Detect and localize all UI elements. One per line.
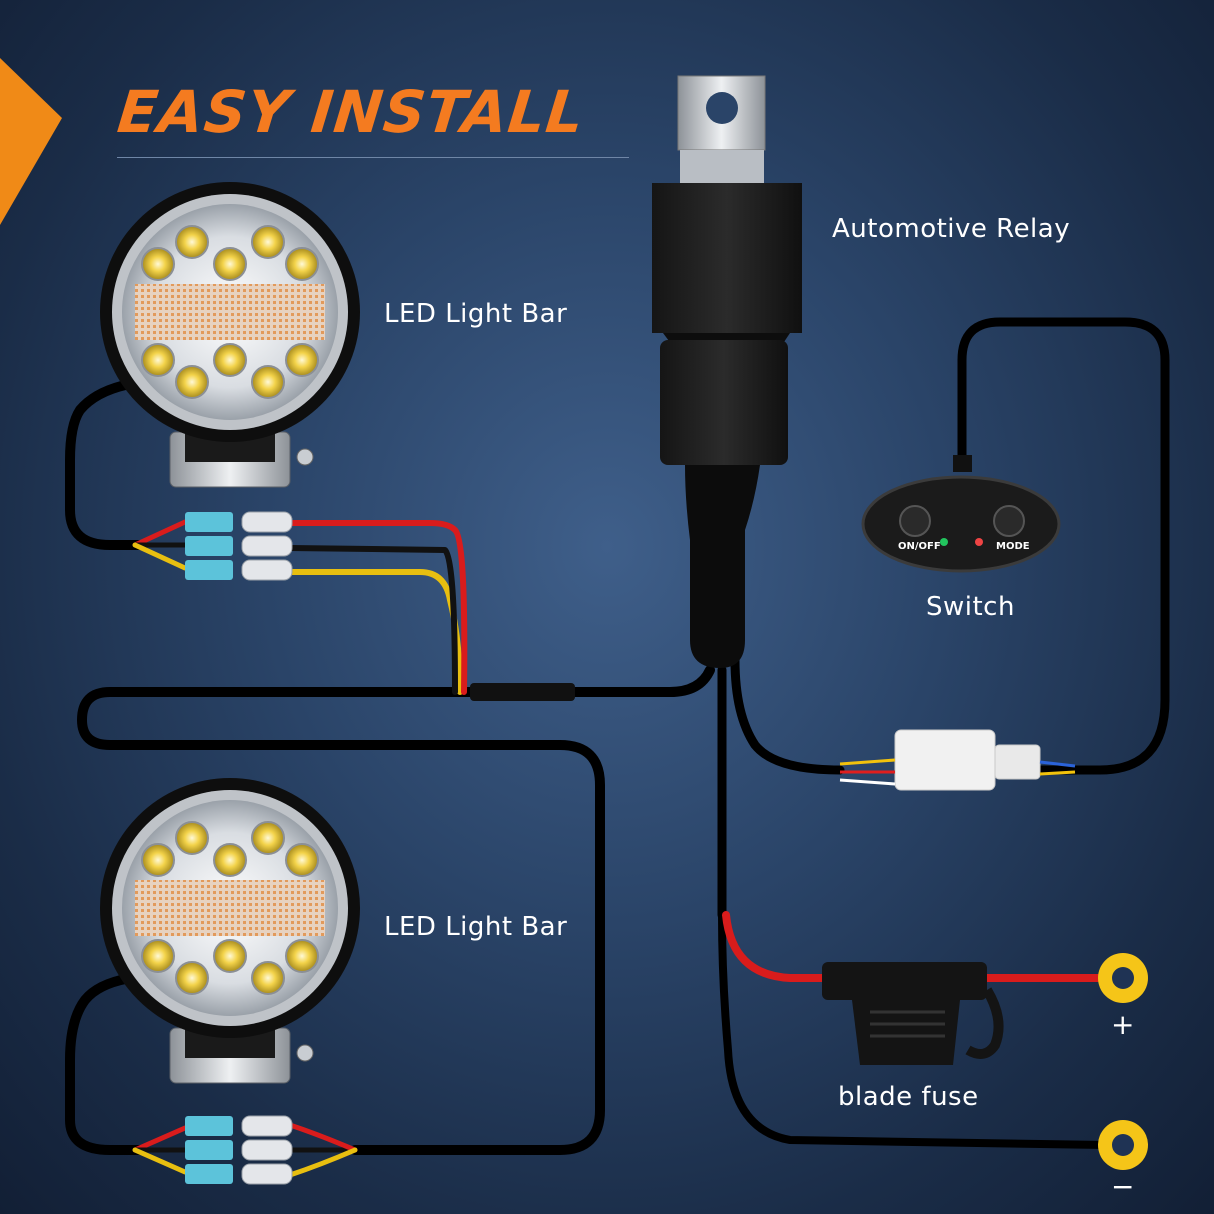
led-emitter [285,247,319,281]
connector-bottom [185,1115,293,1185]
led-emitter [175,821,209,855]
led-emitter [141,343,175,377]
negative-terminal-sign: − [1111,1170,1135,1203]
accent-chevron [0,58,62,225]
led-light-bar-top [100,182,360,488]
led-emitter [175,365,209,399]
led-emitter [213,343,247,377]
led-emitter [285,343,319,377]
page-title: EASY INSTALL [114,78,588,146]
led-emitter [285,939,319,973]
switch-panel: ON/OFF MODE [861,455,1061,573]
led-emitter [251,225,285,259]
led-emitter [285,843,319,877]
led-emitter [251,961,285,995]
switch-on-off-label: ON/OFF [898,541,941,552]
led-emitter [141,247,175,281]
led-emitter [251,821,285,855]
led-emitter [251,365,285,399]
light-bar-bottom-label: LED Light Bar [384,912,568,942]
light-bar-top-label: LED Light Bar [384,299,568,329]
led-emitter [175,961,209,995]
plug-connector [839,729,1076,791]
led-emitter [213,843,247,877]
switch-label: Switch [926,592,1015,622]
relay-label: Automotive Relay [832,214,1071,244]
wire-harness [65,317,1170,1178]
ring-terminal-negative [1098,1120,1148,1170]
led-emitter [213,247,247,281]
fuse-label: blade fuse [838,1082,979,1112]
blade-fuse [822,962,1004,1065]
led-light-bar-bottom [100,778,360,1084]
led-emitter [141,939,175,973]
automotive-relay [652,75,802,668]
led-emitter [141,843,175,877]
ring-terminal-positive [1098,953,1148,1003]
switch-mode-label: MODE [996,541,1030,552]
title-divider [117,157,629,158]
led-emitter [213,939,247,973]
positive-terminal-sign: + [1111,1008,1135,1041]
led-emitter [175,225,209,259]
connector-top [185,511,293,581]
